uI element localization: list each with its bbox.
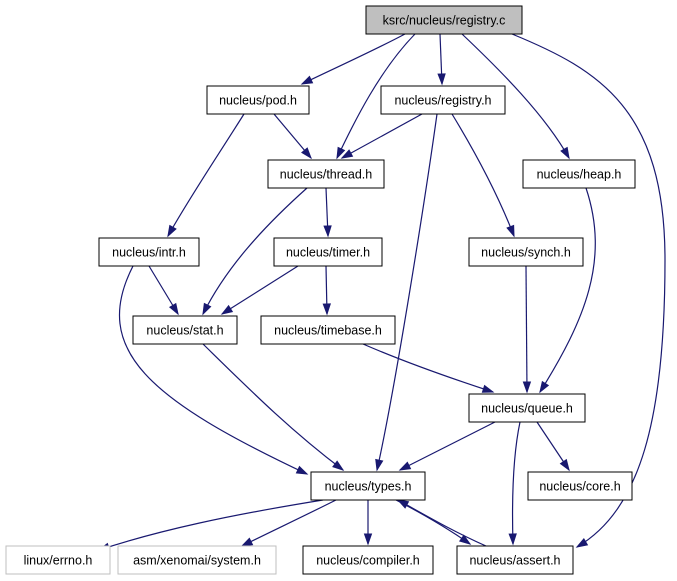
edge-registry-to-synch: [451, 113, 515, 238]
edge-thread-to-stat: [202, 187, 308, 316]
edge-queue-to-core: [536, 421, 570, 472]
node-intr[interactable]: nucleus/intr.h: [98, 237, 200, 267]
node-label: nucleus/pod.h: [219, 94, 297, 108]
node-stat[interactable]: nucleus/stat.h: [132, 315, 238, 345]
node-system[interactable]: asm/xenomai/system.h: [117, 545, 277, 575]
node-label: nucleus/queue.h: [481, 402, 573, 416]
edge-types-to-errno: [97, 499, 324, 551]
edge-root-to-pod: [300, 33, 406, 85]
node-assert[interactable]: nucleus/assert.h: [456, 545, 574, 575]
node-box: [273, 237, 383, 267]
node-synch[interactable]: nucleus/synch.h: [468, 237, 584, 267]
edge-intr-to-types: [118, 265, 309, 475]
node-box: [527, 471, 633, 501]
node-label: nucleus/thread.h: [280, 168, 372, 182]
edge-stat-to-types: [202, 343, 345, 471]
node-box: [98, 237, 200, 267]
edge-root-to-heap: [461, 33, 570, 160]
node-core[interactable]: nucleus/core.h: [527, 471, 633, 501]
node-label: nucleus/core.h: [539, 480, 620, 494]
edge-registry-to-types: [375, 113, 438, 472]
node-box: [522, 159, 636, 189]
node-root[interactable]: ksrc/nucleus/registry.c: [365, 5, 523, 35]
edge-pod-to-intr: [167, 113, 245, 238]
node-label: nucleus/synch.h: [481, 246, 571, 260]
node-label: nucleus/assert.h: [469, 554, 560, 568]
edge-registry-to-thread: [340, 113, 423, 159]
edge-queue-to-assert: [508, 421, 521, 546]
node-timer[interactable]: nucleus/timer.h: [273, 237, 383, 267]
edge-synch-to-queue: [522, 265, 532, 394]
node-box: [365, 5, 523, 35]
node-box: [310, 471, 426, 501]
node-label: nucleus/compiler.h: [316, 554, 420, 568]
node-box: [267, 159, 385, 189]
edge-types-to-system: [240, 499, 337, 547]
node-box: [260, 315, 396, 345]
node-box: [468, 237, 584, 267]
edge-timer-to-stat: [220, 265, 299, 315]
node-box: [380, 85, 506, 115]
edge-types-to-compiler: [363, 500, 373, 546]
edge-types-to-assert: [395, 499, 472, 545]
node-box: [132, 315, 238, 345]
edge-root-to-registry: [437, 33, 446, 86]
node-label: nucleus/timebase.h: [274, 324, 382, 338]
node-box: [206, 85, 310, 115]
edge-thread-to-timer: [323, 187, 332, 238]
node-box: [456, 545, 574, 575]
node-heap[interactable]: nucleus/heap.h: [522, 159, 636, 189]
edge-assert-to-types: [396, 499, 487, 547]
node-errno[interactable]: linux/errno.h: [5, 545, 111, 575]
node-box: [468, 393, 586, 423]
node-label: nucleus/timer.h: [286, 246, 370, 260]
node-label: nucleus/types.h: [325, 480, 412, 494]
node-timebase[interactable]: nucleus/timebase.h: [260, 315, 396, 345]
node-label: nucleus/intr.h: [112, 246, 186, 260]
node-label: nucleus/stat.h: [146, 324, 223, 338]
edge-queue-to-types: [398, 421, 496, 471]
node-label: linux/errno.h: [24, 554, 93, 568]
edge-pod-to-thread: [273, 113, 312, 160]
edge-timer-to-timebase: [322, 265, 331, 316]
node-label: nucleus/heap.h: [537, 168, 622, 182]
edge-intr-to-stat: [148, 265, 179, 316]
node-box: [302, 545, 434, 575]
node-pod[interactable]: nucleus/pod.h: [206, 85, 310, 115]
node-box: [5, 545, 111, 575]
node-label: nucleus/registry.h: [394, 94, 491, 108]
node-thread[interactable]: nucleus/thread.h: [267, 159, 385, 189]
node-registry[interactable]: nucleus/registry.h: [380, 85, 506, 115]
node-label: asm/xenomai/system.h: [133, 554, 261, 568]
edge-root-to-thread: [336, 33, 416, 160]
node-label: ksrc/nucleus/registry.c: [383, 14, 506, 28]
node-queue[interactable]: nucleus/queue.h: [468, 393, 586, 423]
node-box: [117, 545, 277, 575]
edge-timebase-to-queue: [362, 343, 495, 393]
node-compiler[interactable]: nucleus/compiler.h: [302, 545, 434, 575]
node-types[interactable]: nucleus/types.h: [310, 471, 426, 501]
edge-heap-to-queue: [539, 187, 596, 394]
